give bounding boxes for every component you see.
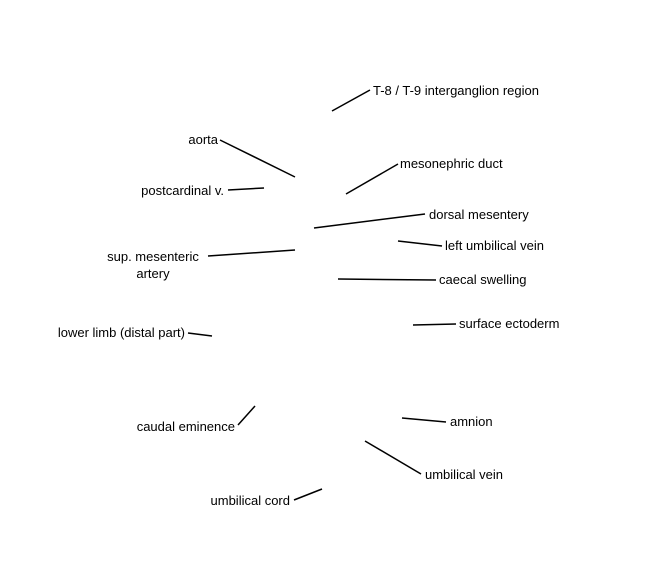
leader-line-umbilical-cord: [293, 488, 323, 501]
leader-line-aorta: [219, 139, 296, 178]
leader-line-sup-mesenteric-artery: [207, 249, 296, 257]
leader-line-amnion: [401, 417, 447, 423]
label-sup-mesenteric-artery: sup. mesenteric artery: [96, 248, 210, 282]
label-caecal-swelling: caecal swelling: [439, 272, 527, 287]
label-umbilical-cord: umbilical cord: [210, 493, 290, 508]
leader-line-left-umbilical-vein: [397, 240, 443, 247]
leader-line-caudal-eminence: [237, 405, 256, 426]
leader-line-lower-limb: [187, 332, 213, 337]
label-t8-t9-interganglion-region: T-8 / T-9 interganglion region: [373, 83, 539, 98]
leader-line-mesonephric-duct: [345, 163, 399, 195]
label-surface-ectoderm: surface ectoderm: [459, 316, 560, 331]
label-umbilical-vein: umbilical vein: [425, 467, 504, 482]
leader-line-dorsal-mesentery: [313, 213, 426, 229]
leader-line-umbilical-vein: [364, 440, 422, 475]
leader-line-surface-ectoderm: [412, 323, 457, 326]
label-sup-mesenteric-artery-line1: sup. mesenteric: [107, 249, 199, 264]
label-postcardinal-v: postcardinal v.: [141, 183, 224, 198]
label-lower-limb-distal-part: lower limb (distal part): [57, 325, 185, 340]
label-left-umbilical-vein: left umbilical vein: [445, 238, 544, 253]
label-aorta: aorta: [188, 132, 218, 147]
label-sup-mesenteric-artery-line2: artery: [136, 266, 170, 281]
leader-line-postcardinal-v: [227, 187, 265, 191]
label-amnion: amnion: [450, 414, 493, 429]
leader-line-caecal-swelling: [337, 278, 437, 281]
label-dorsal-mesentery: dorsal mesentery: [429, 207, 529, 222]
leader-line-t8-t9-region: [331, 89, 371, 112]
label-caudal-eminence: caudal eminence: [136, 419, 235, 434]
label-mesonephric-duct: mesonephric duct: [400, 156, 503, 171]
